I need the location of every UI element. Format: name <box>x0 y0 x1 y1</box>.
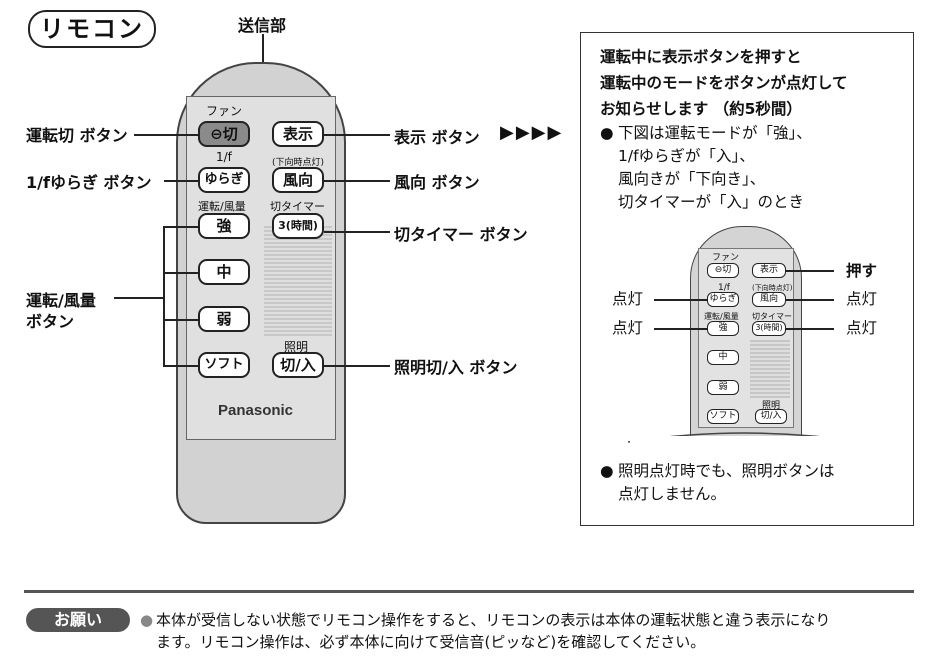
lit-rhythm-leader-line <box>654 299 707 301</box>
info-heading-line3: お知らせします （約5秒間） <box>600 100 802 118</box>
off-leader-line <box>134 134 198 136</box>
mini-display-button: 表示 <box>752 263 786 278</box>
transmitter-label: 送信部 <box>238 16 287 35</box>
info-bullet1-line4: 切タイマーが「入」のとき <box>618 193 805 211</box>
callout-timer-button: 切タイマー ボタン <box>394 225 528 244</box>
callout-display-button: 表示 ボタン <box>394 128 480 147</box>
mini-timer-button: 3(時間) <box>752 321 786 336</box>
lit-label-direction: 点灯 <box>846 290 878 308</box>
info-box <box>580 32 914 526</box>
press-label: 押す <box>846 262 878 280</box>
press-leader-line <box>786 270 834 272</box>
rhythm-small-label: 1/f <box>216 150 232 164</box>
rhythm-leader-line <box>164 180 198 182</box>
callout-off-button: 運転切 ボタン <box>26 126 128 145</box>
brand-logo: Panasonic <box>218 402 294 419</box>
lit-direction-leader-line <box>786 299 834 301</box>
mini-rhythm-button: ゆらぎ <box>707 292 739 307</box>
rhythm-button[interactable]: ゆらぎ <box>198 167 250 193</box>
mini-soft-button: ソフト <box>707 409 739 424</box>
soft-button[interactable]: ソフト <box>198 352 250 378</box>
lit-label-timer: 点灯 <box>846 319 878 337</box>
light-button[interactable]: 切/入 <box>272 352 324 378</box>
info-bullet2-line2: 点灯しません。 <box>618 485 727 503</box>
arrow-indicators: ▶▶▶▶ <box>500 122 564 143</box>
note-bullet-icon: ● <box>140 611 154 629</box>
callout-speed-line1: 運転/風量 <box>26 291 96 310</box>
mini-direction-button: 風向 <box>752 292 786 307</box>
mini-fan-label: ファン <box>712 253 740 263</box>
display-leader-line <box>324 134 390 136</box>
info-bullet1-line3: 風向きが「下向き」、 <box>618 170 766 188</box>
speed-bracket-soft <box>163 365 198 367</box>
lit-timer-leader-line <box>786 328 834 330</box>
fan-label: ファン <box>206 104 243 118</box>
transmitter-leader-line <box>262 34 264 64</box>
mini-rhythm-label: 1/f <box>718 283 730 293</box>
page-title: リモコン <box>28 10 156 48</box>
speed-bracket-vertical <box>163 226 165 366</box>
timer-leader-line <box>324 231 390 233</box>
light-small-label: 照明 <box>284 340 309 354</box>
note-badge: お願い <box>26 608 130 632</box>
timer-button[interactable]: 3(時間) <box>272 213 324 239</box>
mini-off-button: ⊖切 <box>707 263 739 278</box>
mini-timer-small-label: 切タイマー <box>752 312 792 321</box>
lit-label-rhythm: 点灯 <box>612 290 644 308</box>
speed-small-label: 運転/風量 <box>198 200 246 213</box>
mini-speed-small-label: 運転/風量 <box>704 312 739 321</box>
light-leader-line <box>324 365 390 367</box>
direction-leader-line <box>324 180 390 182</box>
note-line2: ます。リモコン操作は、必ず本体に向けて受信音(ピッなど)を確認してください。 <box>156 633 706 651</box>
lit-strong-leader-line <box>654 328 707 330</box>
mini-light-button: 切/入 <box>755 409 787 424</box>
remote-panel-right-texture <box>264 226 332 336</box>
timer-small-label: 切タイマー <box>270 200 325 213</box>
speed-bracket-medium <box>163 272 198 274</box>
note-line1: 本体が受信しない状態でリモコン操作をすると、リモコンの表示は本体の運転状態と違う… <box>156 611 831 629</box>
mini-remote-texture <box>750 340 790 398</box>
mini-strong-button: 強 <box>707 321 739 336</box>
callout-light-button: 照明切/入 ボタン <box>394 358 518 377</box>
bullet-icon: ● <box>600 124 614 142</box>
mini-direction-small-label: (下向時点灯) <box>752 284 793 292</box>
mini-remote-panel <box>698 248 794 428</box>
section-divider <box>24 590 914 593</box>
bullet-icon: ● <box>600 462 614 480</box>
mini-weak-button: 弱 <box>707 380 739 395</box>
medium-button[interactable]: 中 <box>198 259 250 285</box>
info-bullet1-line1: 下図は運転モードが「強」、 <box>618 124 812 142</box>
info-bullet1-line2: 1/fゆらぎが「入」、 <box>618 147 755 165</box>
info-heading-line2: 運転中のモードをボタンが点灯して <box>600 74 848 92</box>
speed-bracket-strong <box>163 226 198 228</box>
off-button[interactable]: ⊖切 <box>198 121 250 147</box>
speed-bracket-weak <box>163 319 198 321</box>
direction-small-label: (下向時点灯) <box>272 158 325 168</box>
mini-remote-cut-mask <box>630 436 862 458</box>
weak-button[interactable]: 弱 <box>198 306 250 332</box>
speed-leader-line <box>114 297 164 299</box>
strong-button[interactable]: 強 <box>198 213 250 239</box>
callout-rhythm-button: 1/fゆらぎ ボタン <box>26 173 152 192</box>
info-heading-line1: 運転中に表示ボタンを押すと <box>600 48 802 66</box>
mini-light-small-label: 照明 <box>762 401 781 411</box>
callout-direction-button: 風向 ボタン <box>394 173 480 192</box>
lit-label-strong: 点灯 <box>612 319 644 337</box>
direction-button[interactable]: 風向 <box>272 167 324 193</box>
display-button[interactable]: 表示 <box>272 121 324 147</box>
callout-speed-line2: ボタン <box>26 312 75 331</box>
info-bullet2-line1: 照明点灯時でも、照明ボタンは <box>618 462 835 480</box>
mini-medium-button: 中 <box>707 350 739 365</box>
